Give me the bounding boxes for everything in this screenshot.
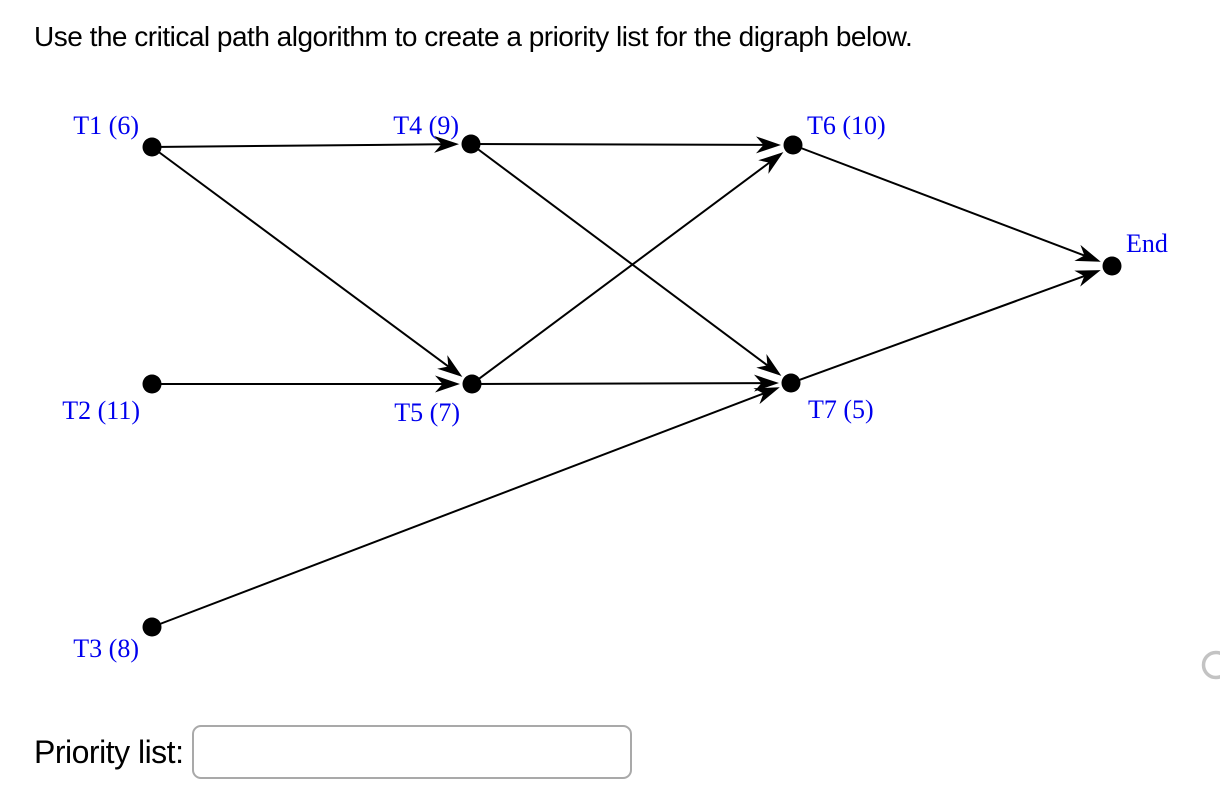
node-End: End — [1102, 229, 1168, 276]
arrowhead-icon-T4-T6 — [755, 136, 782, 154]
arrowhead-icon-T4-T7 — [756, 354, 782, 376]
edge-line-T1-T5 — [151, 146, 449, 368]
arrowhead-icon-T5-T6 — [758, 152, 784, 174]
edge-T7-End — [790, 270, 1101, 384]
arrowhead-icon-T7-End — [1074, 270, 1101, 287]
edge-line-T4-T7 — [470, 143, 768, 367]
arrowhead-icon-T3-T7 — [753, 387, 780, 405]
edge-T1-T5 — [151, 146, 463, 377]
node-T2: T2 (11) — [62, 374, 162, 425]
edge-line-T5-T7 — [471, 382, 762, 385]
edge-line-T3-T7 — [151, 392, 764, 628]
edge-line-T5-T6 — [471, 161, 770, 385]
edge-T1-T4 — [151, 135, 460, 153]
node-label-T4: T4 (9) — [393, 111, 459, 140]
node-dot-T7 — [781, 373, 801, 393]
node-dot-T1 — [142, 137, 162, 157]
node-T3: T3 (8) — [73, 617, 162, 663]
arrowhead-icon-T2-T5 — [435, 375, 460, 393]
edge-T5-T7 — [471, 374, 780, 392]
node-label-T5: T5 (7) — [394, 398, 460, 427]
priority-list-label: Priority list: — [34, 733, 184, 770]
node-T6: T6 (10) — [783, 111, 886, 155]
edge-line-T7-End — [790, 275, 1085, 384]
node-T4: T4 (9) — [393, 111, 481, 154]
digraph-canvas: T1 (6) T2 (11) T3 (8) T4 (9) T5 (7) T6 (10) T7… — [62, 111, 1220, 680]
node-dot-T2 — [142, 374, 162, 394]
priority-list-input[interactable] — [192, 725, 633, 779]
edge-T2-T5 — [152, 375, 460, 393]
edge-T5-T6 — [471, 152, 784, 385]
node-label-End: End — [1126, 229, 1168, 258]
answer-row: Priority list: — [34, 724, 633, 780]
problem-statement: Use the critical path algorithm to creat… — [34, 21, 913, 52]
node-label-T7: T7 (5) — [808, 395, 874, 424]
node-label-T6: T6 (10) — [807, 111, 886, 140]
node-T7: T7 (5) — [781, 373, 874, 424]
node-dot-T5 — [462, 374, 482, 394]
edge-T3-T7 — [151, 387, 780, 628]
node-label-T1: T1 (6) — [73, 111, 139, 140]
edge-line-T6-End — [792, 144, 1085, 257]
node-T1: T1 (6) — [73, 111, 162, 157]
partial-circle-icon — [1201, 650, 1220, 680]
arrowhead-icon-T1-T5 — [437, 355, 463, 377]
node-dot-T3 — [142, 617, 162, 637]
edge-line-T4-T6 — [470, 143, 764, 146]
node-dot-T4 — [461, 134, 481, 154]
node-dot-T6 — [783, 135, 803, 155]
edge-T4-T6 — [470, 136, 782, 154]
edge-T4-T7 — [470, 143, 782, 376]
node-label-T3: T3 (8) — [73, 634, 139, 663]
arrowhead-icon-T6-End — [1074, 244, 1101, 262]
node-T5: T5 (7) — [394, 374, 482, 427]
arrowhead-icon-T1-T4 — [433, 135, 460, 153]
arrowhead-icon-T5-T7 — [753, 374, 780, 392]
node-dot-End — [1102, 256, 1122, 276]
edge-T6-End — [792, 144, 1101, 262]
node-label-T2: T2 (11) — [62, 396, 140, 425]
edge-line-T1-T4 — [151, 143, 442, 148]
